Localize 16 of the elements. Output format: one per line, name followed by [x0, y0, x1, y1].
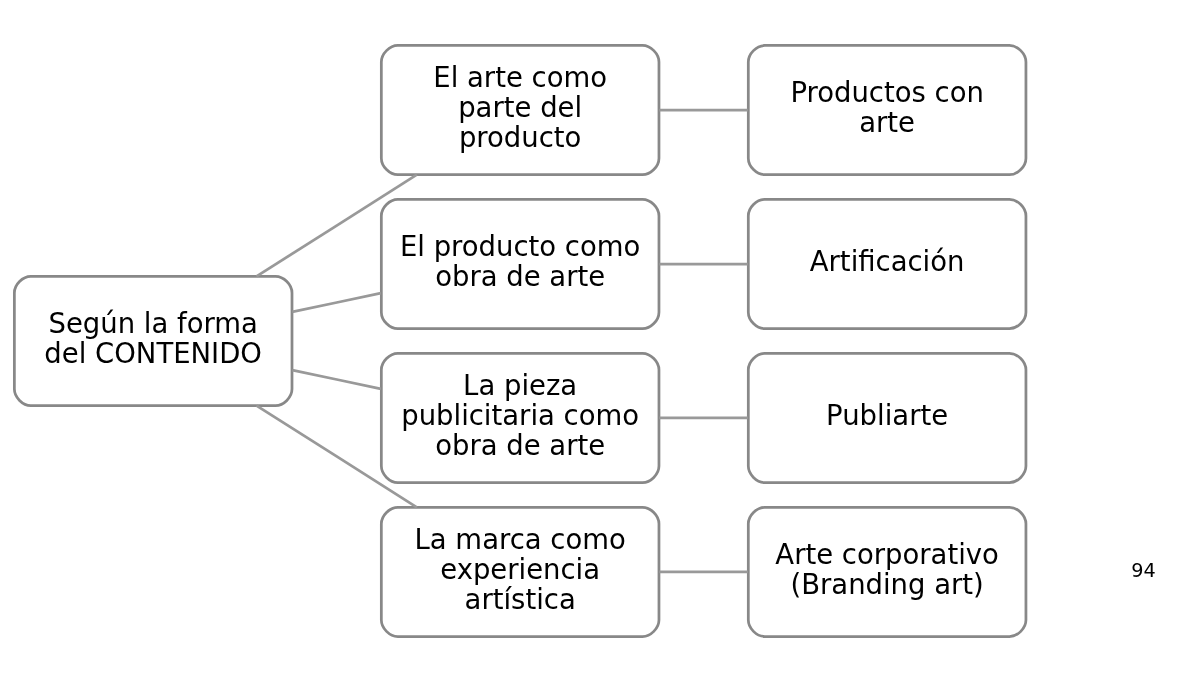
connector — [291, 291, 382, 314]
connector — [659, 570, 748, 574]
node-box: Publiarte — [746, 352, 1028, 484]
node-box: Arte corporativo (Branding art) — [746, 505, 1028, 638]
node-box: Según la forma del CONTENIDO — [13, 275, 294, 407]
node-box: El producto como obra de arte — [379, 198, 661, 330]
node-box: La marca como experiencia artística — [379, 505, 661, 638]
connector — [291, 368, 382, 391]
connector — [659, 416, 748, 420]
node-box: Productos con arte — [746, 44, 1028, 177]
connector — [659, 262, 748, 266]
node-box: La pieza publicitaria como obra de arte — [379, 352, 661, 484]
connector — [659, 108, 748, 112]
node-box: El arte como parte del producto — [379, 44, 661, 177]
node-box: Artificación — [746, 198, 1028, 330]
label: 94 — [1131, 558, 1156, 582]
